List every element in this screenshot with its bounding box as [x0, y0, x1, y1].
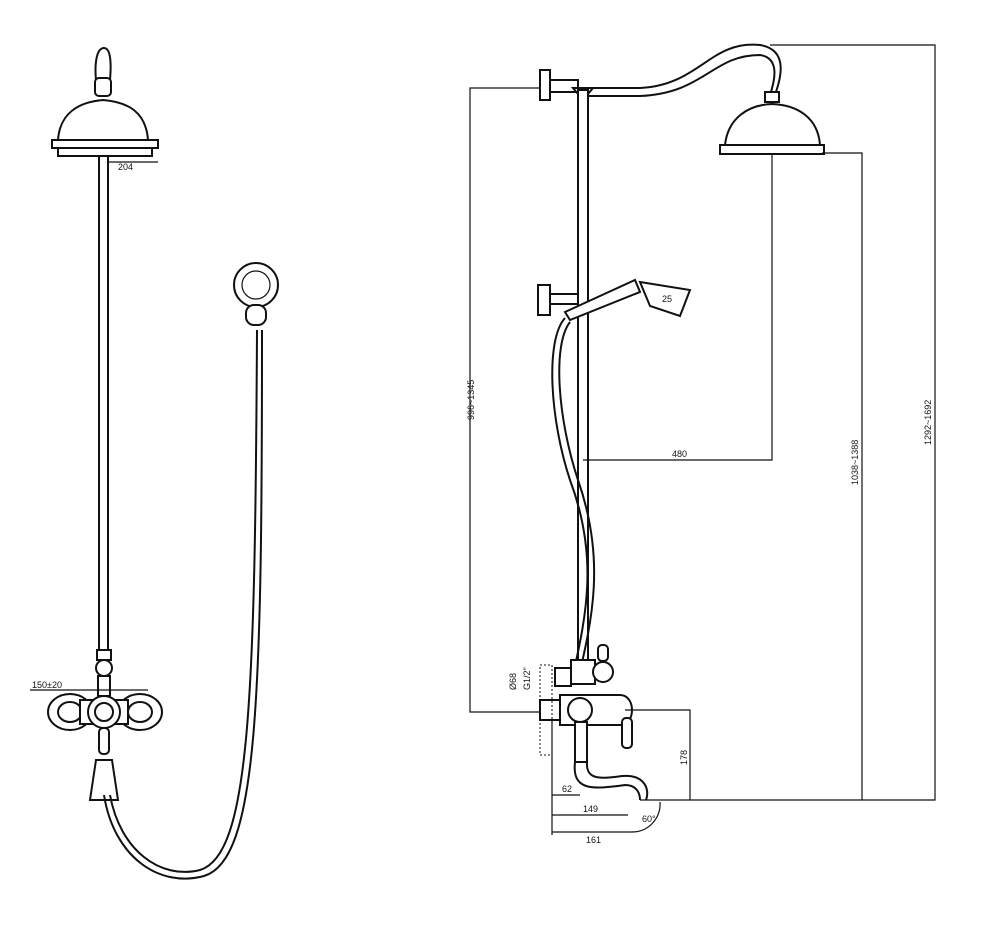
side-overhead-shower — [719, 91, 825, 155]
side-mixer — [539, 644, 649, 801]
wall-hatch — [539, 664, 553, 756]
shower-arm — [588, 43, 782, 96]
side-view: 25 996~1345 480 1038~1388 129 — [466, 43, 936, 845]
dim-bracket-height: 996~1345 — [466, 380, 476, 420]
dim-spout-angle: 60° — [642, 814, 656, 824]
side-hand-shower: 25 — [537, 278, 692, 322]
front-mixer: 150±20 — [30, 649, 163, 801]
front-hand-shower — [233, 262, 279, 326]
side-hose — [551, 317, 589, 681]
dim-thread: G1/2" — [522, 667, 532, 690]
dim-mixer-centres: 150±20 — [32, 680, 62, 690]
front-hose — [109, 329, 258, 873]
dim-spout-height: 178 — [679, 750, 689, 765]
dim-spout-reach-inner: 149 — [583, 804, 598, 814]
dim-head-width: 204 — [118, 162, 133, 172]
dim-arm-projection: 480 — [672, 449, 687, 459]
dim-hand-shower-angle: 25 — [662, 294, 672, 304]
dimensions: 996~1345 480 1038~1388 1292~1692 Ø68 G1/… — [466, 44, 936, 845]
front-view: 204 150±20 — [30, 46, 279, 880]
dim-flange-diameter: Ø68 — [508, 673, 518, 690]
dim-wall-to-pipe: 62 — [562, 784, 572, 794]
dim-spout-reach-outer: 161 — [586, 835, 601, 845]
front-overhead-shower: 204 — [51, 46, 159, 172]
dim-head-height: 1038~1388 — [850, 440, 860, 485]
front-riser-pole — [98, 155, 109, 657]
dim-overall-height: 1292~1692 — [923, 400, 933, 445]
